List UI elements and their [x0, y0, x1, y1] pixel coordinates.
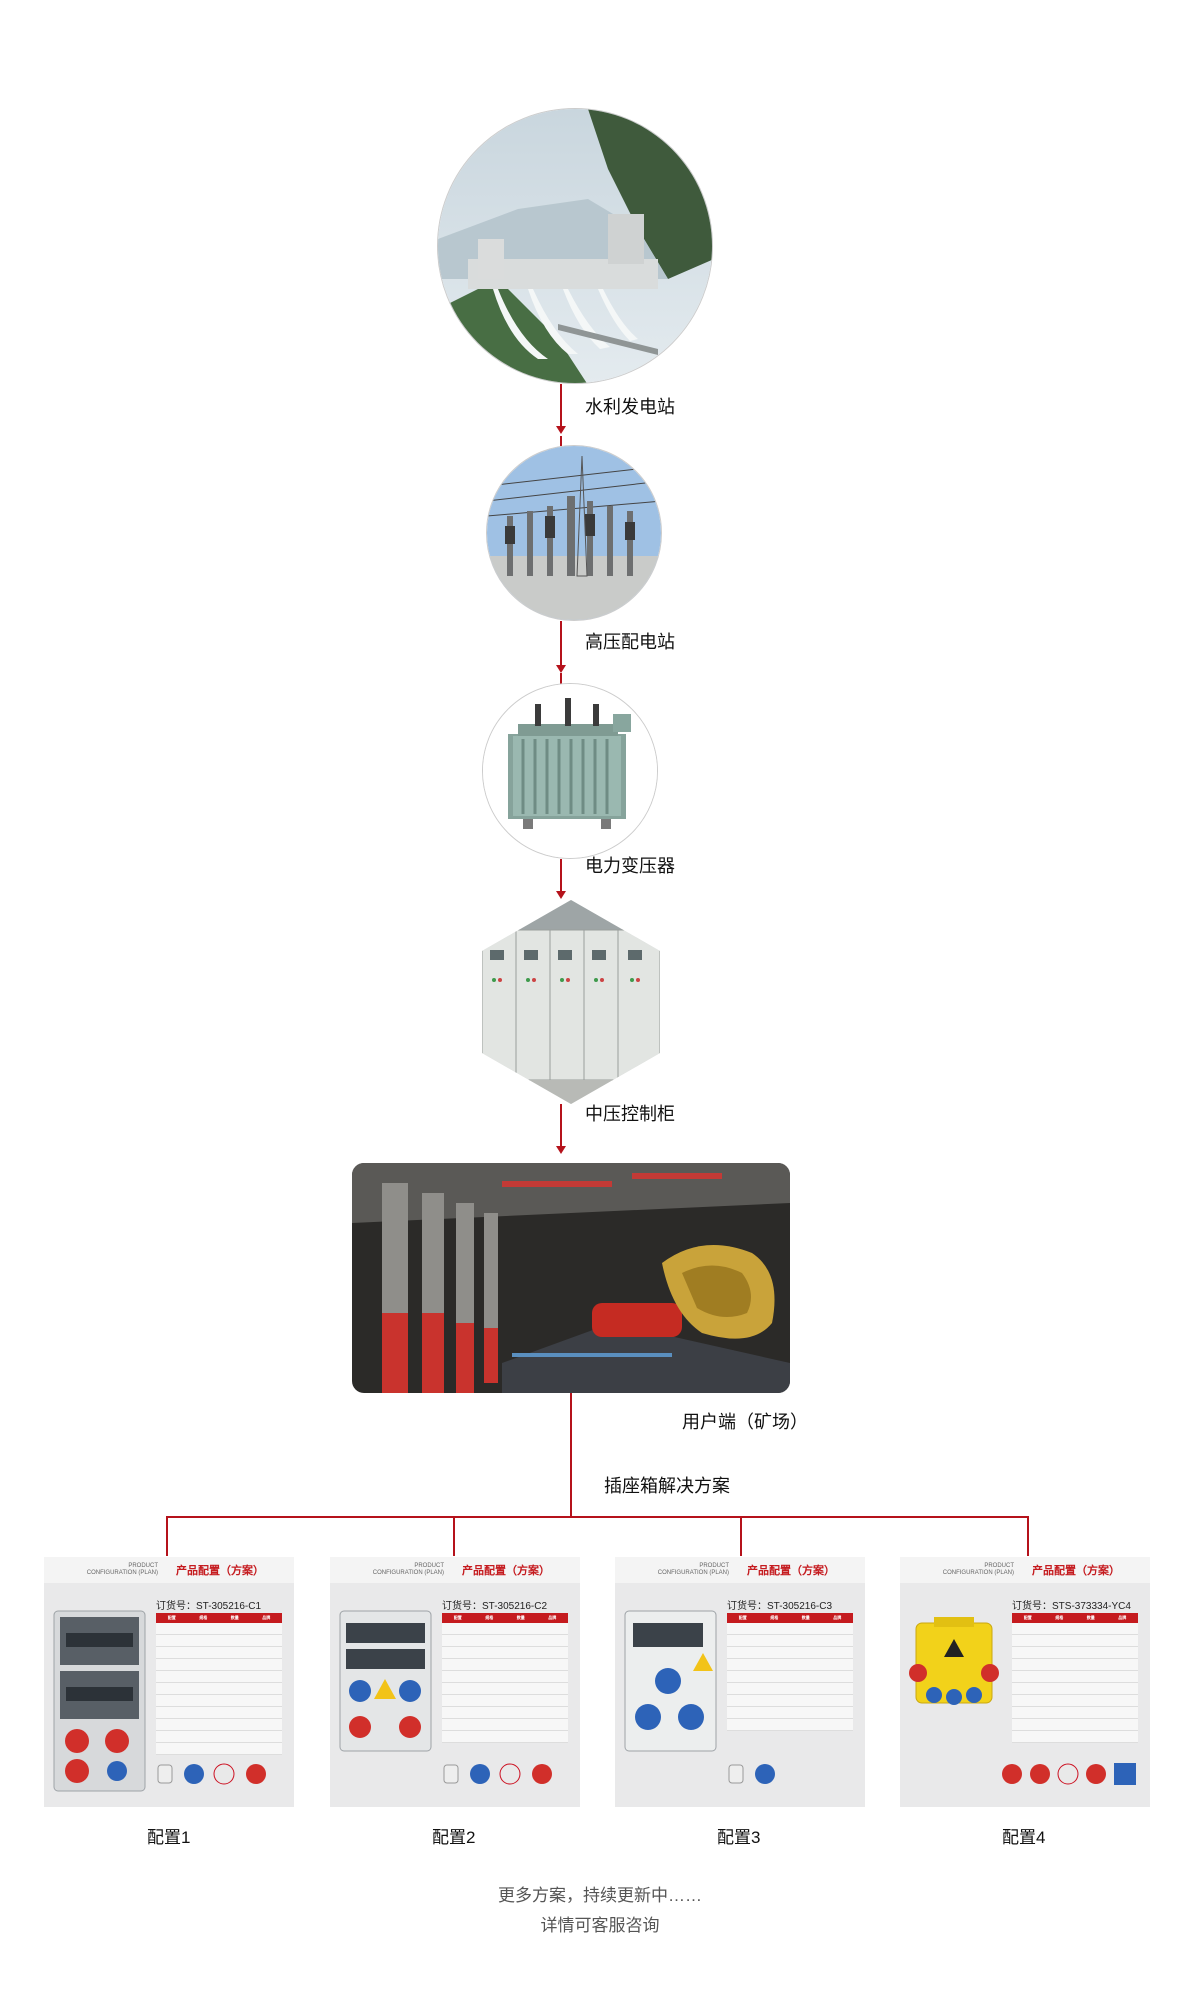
config-card-2[interactable]: PRODUCT CONFIGURATION (PLAN) 产品配置（方案） 订货… — [330, 1557, 580, 1807]
mine-icon — [352, 1163, 790, 1393]
mine-image — [352, 1163, 790, 1393]
flow-step-label-5: 用户端（矿场） — [682, 1412, 808, 1432]
config-label-1: 配置1 — [147, 1828, 191, 1847]
config-label-2: 配置2 — [432, 1828, 476, 1847]
config-card-4[interactable]: PRODUCT CONFIGURATION (PLAN) 产品配置（方案） 订货… — [900, 1557, 1150, 1807]
config-header-cn: 产品配置（方案） — [747, 1565, 835, 1577]
switchgear-image — [482, 900, 660, 1104]
socket-box-icon — [53, 1610, 146, 1792]
distribution-box-icon — [909, 1617, 999, 1705]
config-header-en: PRODUCT CONFIGURATION (PLAN) — [657, 1563, 729, 1576]
config-card-3[interactable]: PRODUCT CONFIGURATION (PLAN) 产品配置（方案） 订货… — [615, 1557, 865, 1807]
more-plans-text: 更多方案，持续更新中…… — [498, 1886, 702, 1905]
config-table: 配置规格数量品牌 — [442, 1613, 568, 1743]
substation-image — [486, 445, 662, 621]
config-header-cn: 产品配置（方案） — [1032, 1565, 1120, 1577]
solution-label: 插座箱解决方案 — [604, 1476, 730, 1496]
order-number: 订货号：ST-305216-C1 — [156, 1601, 262, 1612]
plug-accessories-icon — [1002, 1763, 1136, 1785]
config-header-en: PRODUCT CONFIGURATION (PLAN) — [86, 1563, 158, 1576]
transformer-icon — [483, 684, 657, 858]
order-number: 订货号：ST-305216-C2 — [442, 1601, 548, 1612]
switchgear-icon — [482, 900, 660, 1104]
config-header-en: PRODUCT CONFIGURATION (PLAN) — [372, 1563, 444, 1576]
flow-step-label-4: 中压控制柜 — [585, 1104, 675, 1124]
order-number: 订货号：STS-373334-YC4 — [1012, 1601, 1131, 1612]
config-table: 配置规格数量品牌 — [727, 1613, 853, 1731]
config-table: 配置规格数量品牌 — [1012, 1613, 1138, 1743]
flow-step-label-3: 电力变压器 — [585, 856, 675, 876]
plug-accessories-icon — [443, 1763, 552, 1785]
config-label-4: 配置4 — [1002, 1828, 1046, 1847]
config-card-1[interactable]: PRODUCT CONFIGURATION (PLAN) 产品配置（方案） 订货… — [44, 1557, 294, 1807]
config-label-3: 配置3 — [717, 1828, 761, 1847]
plug-accessories-icon — [157, 1763, 266, 1785]
transformer-image — [482, 683, 658, 859]
config-table: 配置规格数量品牌 — [156, 1613, 282, 1755]
hydro-station-image — [437, 108, 713, 384]
consult-text: 详情可客服咨询 — [540, 1916, 660, 1935]
config-header-cn: 产品配置（方案） — [176, 1565, 264, 1577]
flow-step-label-1: 水利发电站 — [585, 397, 675, 417]
dam-icon — [438, 109, 712, 383]
plug-accessories-icon — [728, 1764, 775, 1784]
order-number: 订货号：ST-305216-C3 — [727, 1601, 833, 1612]
flow-step-label-2: 高压配电站 — [585, 632, 675, 652]
config-header-cn: 产品配置（方案） — [462, 1565, 550, 1577]
socket-box-icon — [339, 1610, 432, 1752]
socket-box-icon — [624, 1610, 717, 1752]
config-header-en: PRODUCT CONFIGURATION (PLAN) — [942, 1563, 1014, 1576]
substation-icon — [487, 446, 661, 620]
